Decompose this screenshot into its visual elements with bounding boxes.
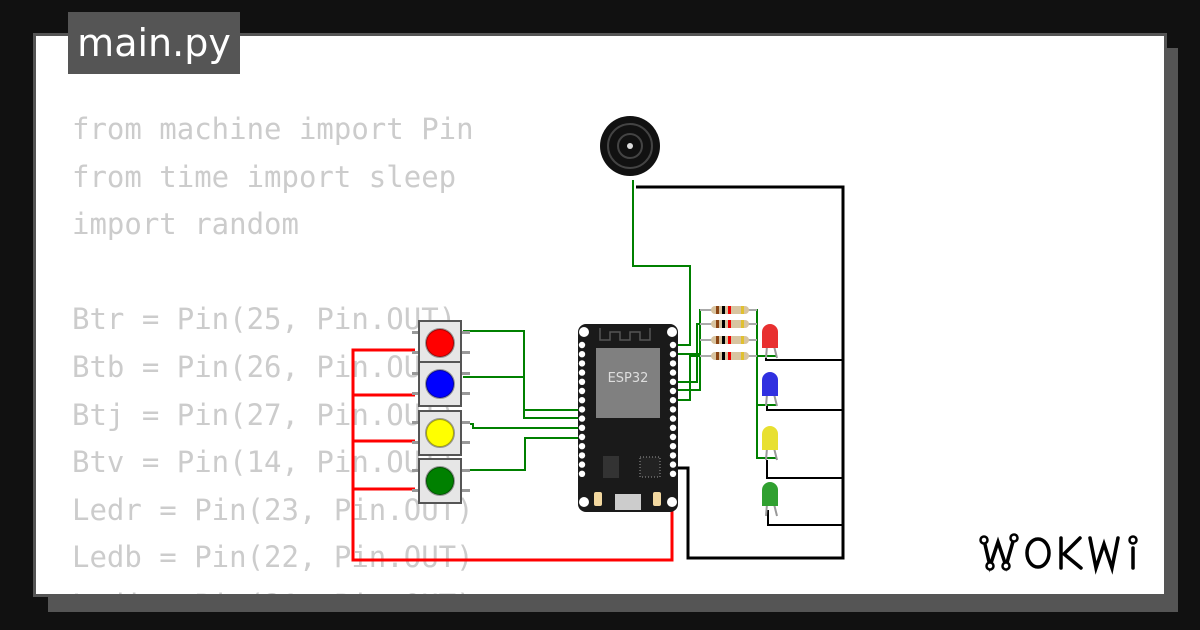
- header-pin: [578, 470, 586, 477]
- header-pin: [578, 360, 586, 367]
- resistor[interactable]: [700, 352, 757, 360]
- resistor[interactable]: [700, 306, 757, 314]
- header-pin: [669, 443, 677, 450]
- header-pin: [669, 397, 677, 404]
- code-preview: from machine import Pin from time import…: [72, 106, 474, 594]
- esp32-board[interactable]: ESP32: [578, 324, 678, 512]
- header-pin: [578, 433, 586, 441]
- header-pin: [669, 461, 677, 468]
- button-cap[interactable]: [425, 466, 455, 496]
- header-pin: [669, 351, 677, 358]
- header-pin: [578, 443, 586, 450]
- button-cap[interactable]: [425, 418, 455, 448]
- header-pin: [669, 360, 677, 367]
- board-label: ESP32: [608, 371, 649, 386]
- ground-wires: [636, 185, 845, 560]
- header-pin: [578, 415, 586, 422]
- push-button[interactable]: [412, 320, 470, 366]
- header-pin: [578, 452, 586, 459]
- header-pin: [578, 351, 586, 358]
- button-cap[interactable]: [425, 328, 455, 358]
- code-line: Btr = Pin(25, Pin.OUT): [72, 302, 457, 337]
- code-line: import random: [72, 207, 299, 242]
- header-pin: [578, 406, 586, 413]
- code-line: Ledb = Pin(22, Pin.OUT): [72, 540, 474, 575]
- header-pin: [578, 397, 586, 404]
- code-line: from machine import Pin: [72, 112, 474, 146]
- header-pin: [578, 424, 586, 431]
- push-button[interactable]: [412, 458, 470, 504]
- wokwi-logo: [976, 528, 1146, 586]
- header-pin: [669, 433, 677, 441]
- code-line: Ledj = Pin(21, Pin.OUT): [72, 588, 474, 594]
- header-pin: [669, 415, 677, 422]
- code-card: from machine import Pin from time import…: [33, 33, 1167, 597]
- code-line: from time import sleep: [72, 159, 457, 194]
- led[interactable]: [762, 324, 778, 359]
- header-pin: [669, 378, 677, 385]
- header-pin: [578, 387, 586, 395]
- resistor[interactable]: [700, 336, 757, 344]
- button-cap[interactable]: [425, 369, 455, 399]
- header-pin: [669, 387, 677, 395]
- led[interactable]: [762, 372, 778, 407]
- header-pin: [669, 424, 677, 431]
- header-pin: [578, 378, 586, 385]
- resistor[interactable]: [700, 320, 757, 328]
- header-pin: [578, 461, 586, 468]
- header-pin: [669, 406, 677, 413]
- header-pin: [669, 470, 677, 477]
- header-pin: [669, 341, 677, 349]
- led[interactable]: [762, 426, 778, 461]
- buzzer[interactable]: [600, 116, 660, 176]
- header-pin: [578, 341, 586, 349]
- header-pin: [669, 369, 677, 376]
- header-pin: [578, 369, 586, 376]
- push-button[interactable]: [412, 410, 470, 456]
- file-title: main.py: [68, 12, 240, 74]
- led[interactable]: [762, 482, 778, 517]
- header-pin: [669, 452, 677, 459]
- push-button[interactable]: [412, 361, 470, 407]
- power-wires: [351, 348, 674, 562]
